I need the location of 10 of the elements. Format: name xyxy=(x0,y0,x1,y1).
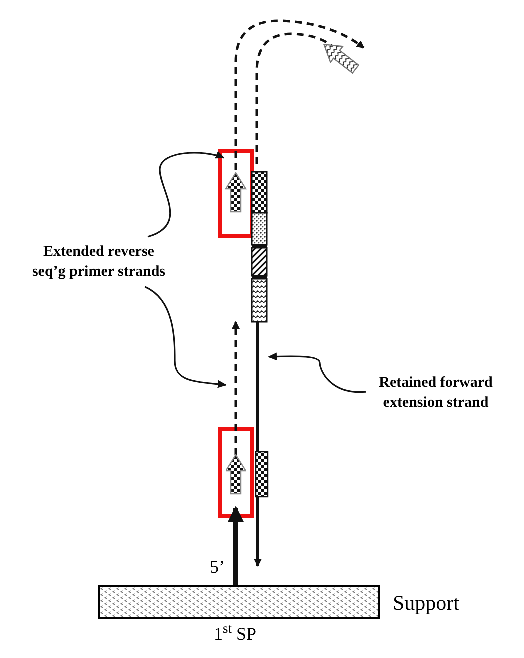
leader-line xyxy=(268,352,366,394)
strand-label: Extended reverse seq’g primer strands xyxy=(29,237,169,287)
support-label: Support xyxy=(393,593,460,614)
strand-label: Retained forward extension strand xyxy=(366,370,506,416)
support-bar xyxy=(98,585,380,619)
leader-line xyxy=(144,286,227,388)
leader-line xyxy=(148,152,225,238)
position-label: 5’ xyxy=(210,558,225,576)
primer-label: 1$^{st}$ SP xyxy=(214,625,257,643)
primer-arrow xyxy=(228,506,244,585)
